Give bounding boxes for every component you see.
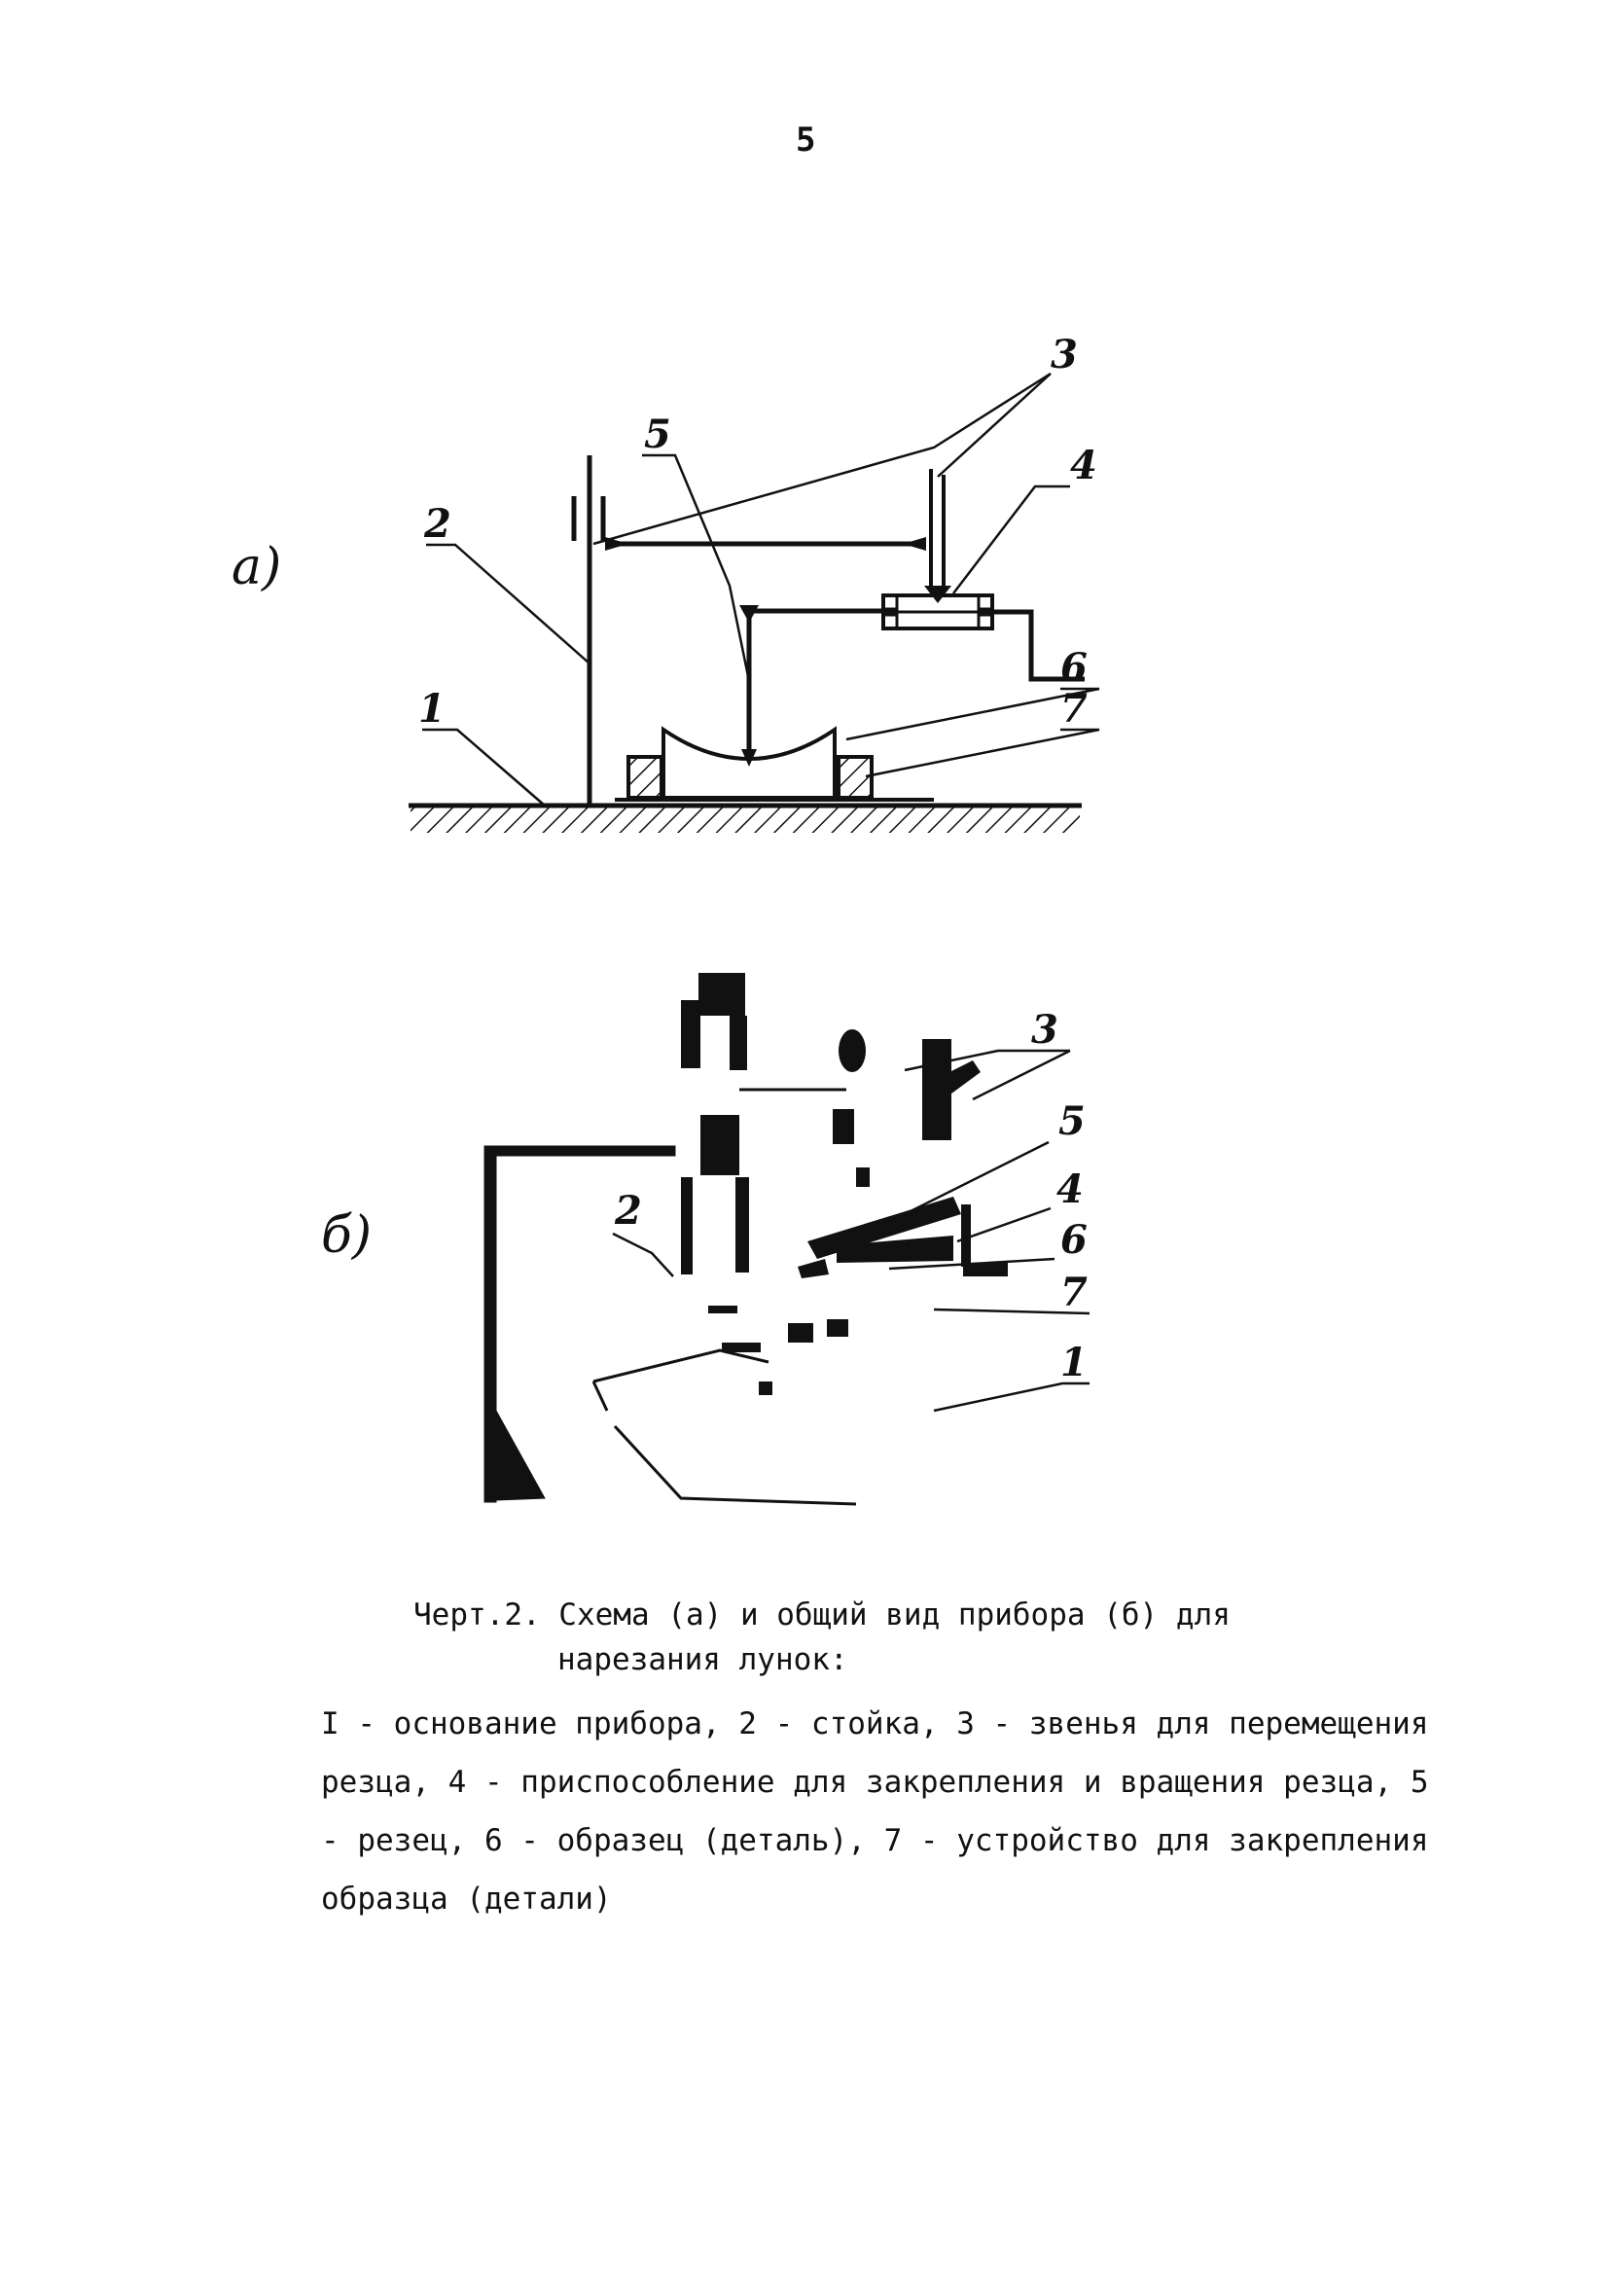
ground-base — [409, 803, 1082, 833]
photo-callout-1: 1 — [1060, 1340, 1088, 1385]
callout-4: 4 — [1070, 443, 1097, 488]
figure-a-label: а) — [232, 538, 282, 596]
photo-clamp — [708, 1306, 848, 1395]
callout-7: 7 — [1060, 686, 1088, 732]
callout-1: 1 — [418, 686, 446, 732]
photo-cutter-assembly — [798, 1197, 1008, 1278]
caption-line-2: нарезания лунок: — [557, 1642, 848, 1677]
page-number: 5 — [796, 121, 816, 160]
photo-callout-3: 3 — [1031, 1007, 1058, 1053]
figure-caption: Черт.2. Схема (а) и общий вид прибора (б… — [413, 1593, 1231, 1682]
photo-links — [833, 1029, 981, 1187]
photo-callout-2: 2 — [614, 1188, 642, 1234]
photo-callout-6: 6 — [1060, 1217, 1088, 1263]
figure-legend: I - основание прибора, 2 - стойка, 3 - з… — [321, 1706, 1429, 1917]
callout-2: 2 — [423, 501, 451, 547]
photo-callout-4: 4 — [1056, 1166, 1084, 1212]
photo-base — [591, 1348, 857, 1506]
figure-b-label: б) — [321, 1206, 373, 1265]
photo-callout-7: 7 — [1060, 1270, 1088, 1315]
specimen — [661, 726, 837, 800]
callout-5: 5 — [644, 412, 671, 457]
callout-3: 3 — [1051, 332, 1078, 377]
clamp-left — [626, 755, 663, 800]
photo-stand — [681, 973, 749, 1274]
photo-callout-5: 5 — [1058, 1098, 1086, 1144]
caption-line-1: Черт.2. Схема (а) и общий вид прибора (б… — [413, 1597, 1231, 1632]
callout-6: 6 — [1060, 645, 1088, 691]
figure-b-photo: 3 5 2 4 6 7 1 — [483, 973, 1091, 1506]
figure-a-schematic: 3 4 2 5 1 6 7 — [409, 332, 1100, 833]
